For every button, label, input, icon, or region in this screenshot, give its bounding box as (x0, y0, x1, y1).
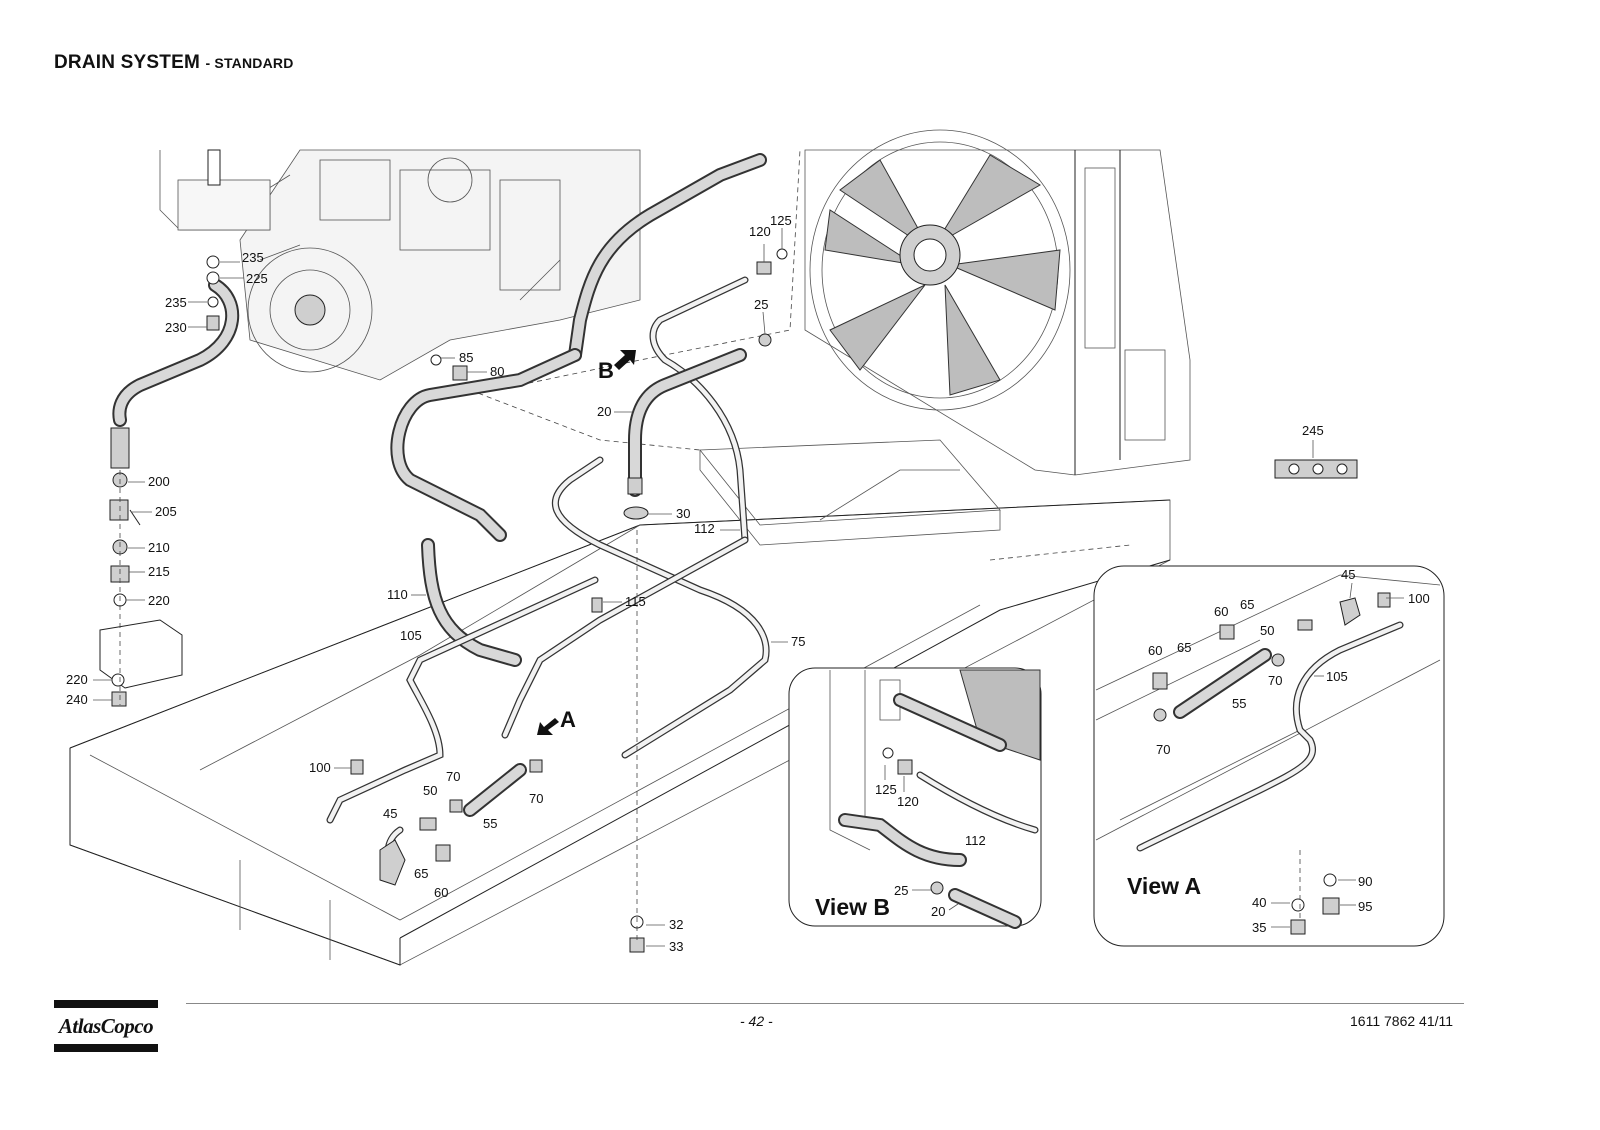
callout-30: 30 (676, 506, 690, 521)
view-a-callout-55: 55 (1232, 696, 1246, 711)
callout-60: 60 (434, 885, 448, 900)
footer-divider (186, 1003, 1464, 1004)
callout-220-lower: 220 (66, 672, 88, 687)
drain-system-diagram: 235 225 235 230 85 80 120 125 25 B 20 30… (66, 129, 1445, 966)
callout-75: 75 (791, 634, 805, 649)
view-b-callout-125: 125 (875, 782, 897, 797)
callout-70-right: 70 (529, 791, 543, 806)
leader-lines (93, 228, 1314, 947)
view-a-callout-50: 50 (1260, 623, 1274, 638)
callout-215: 215 (148, 564, 170, 579)
logo-wordmark: AtlasCopco (58, 1014, 154, 1038)
inset-view-a: 45 100 60 65 50 60 65 70 105 55 70 90 40… (1093, 565, 1445, 947)
view-a-callout-70-upper: 70 (1268, 673, 1282, 688)
view-arrows (537, 350, 636, 735)
radiator-cooler (804, 129, 1191, 476)
callout-220-upper: 220 (148, 593, 170, 608)
document-number: 1611 7862 41/11 (1350, 1013, 1454, 1029)
callout-105: 105 (400, 628, 422, 643)
view-b-title: View B (815, 894, 890, 920)
callout-85: 85 (459, 350, 473, 365)
callout-235-lower: 235 (165, 295, 187, 310)
callout-245: 245 (1302, 423, 1324, 438)
callout-210: 210 (148, 540, 170, 555)
view-b-callout-120: 120 (897, 794, 919, 809)
view-a-callout-100: 100 (1408, 591, 1430, 606)
callout-120: 120 (749, 224, 771, 239)
callout-33: 33 (669, 939, 683, 954)
view-a-callout-60-lower: 60 (1148, 643, 1162, 658)
callout-25: 25 (754, 297, 768, 312)
view-a-callout-35: 35 (1252, 920, 1266, 935)
logo-bar-top (54, 1000, 158, 1008)
decal-245 (1274, 459, 1358, 479)
left-drain-assembly (99, 255, 240, 707)
view-b-callout-112: 112 (965, 833, 986, 848)
callout-20: 20 (597, 404, 611, 419)
view-a-callout-65-upper: 65 (1240, 597, 1254, 612)
view-a-callout-95: 95 (1358, 899, 1372, 914)
callout-view-a-marker: A (560, 707, 576, 732)
inset-view-b: 125 120 112 25 20 View B (788, 667, 1042, 929)
callout-200: 200 (148, 474, 170, 489)
callout-225: 225 (246, 271, 268, 286)
view-b-callout-20: 20 (931, 904, 945, 919)
page-title: DRAIN SYSTEM - STANDARD (54, 52, 294, 74)
view-a-callout-60-upper: 60 (1214, 604, 1228, 619)
callout-125: 125 (770, 213, 792, 228)
callout-80: 80 (490, 364, 504, 379)
callout-112: 112 (694, 521, 715, 536)
title-sub: - STANDARD (205, 55, 294, 71)
hoses (326, 153, 770, 874)
view-a-callout-40: 40 (1252, 895, 1266, 910)
callout-205: 205 (155, 504, 177, 519)
view-b-callout-25: 25 (894, 883, 908, 898)
view-a-callout-70-lower: 70 (1156, 742, 1170, 757)
callout-70-left: 70 (446, 769, 460, 784)
callout-view-b-marker: B (598, 358, 614, 383)
view-a-callout-65-lower: 65 (1177, 640, 1191, 655)
callout-55: 55 (483, 816, 497, 831)
base-frame (69, 149, 1171, 966)
callout-110: 110 (387, 587, 408, 602)
view-a-callout-90: 90 (1358, 874, 1372, 889)
logo-bar-bottom (54, 1044, 158, 1052)
view-a-callout-45: 45 (1341, 567, 1355, 582)
callout-50: 50 (423, 783, 437, 798)
page-number: - 42 - (740, 1013, 773, 1029)
callouts: 235 225 235 230 85 80 120 125 25 B 20 30… (66, 213, 1324, 954)
callout-115: 115 (625, 594, 646, 609)
title-main: DRAIN SYSTEM (54, 52, 200, 73)
callout-230: 230 (165, 320, 187, 335)
fittings (350, 248, 788, 953)
callout-45: 45 (383, 806, 397, 821)
atlas-copco-logo: AtlasCopco (54, 1000, 158, 1054)
callout-100: 100 (309, 760, 331, 775)
callout-65: 65 (414, 866, 428, 881)
callout-240: 240 (66, 692, 88, 707)
callout-32: 32 (669, 917, 683, 932)
callout-235-upper: 235 (242, 250, 264, 265)
view-a-title: View A (1127, 873, 1201, 899)
fan-blades (824, 154, 1061, 396)
engine (159, 149, 641, 381)
view-a-callout-105: 105 (1326, 669, 1348, 684)
